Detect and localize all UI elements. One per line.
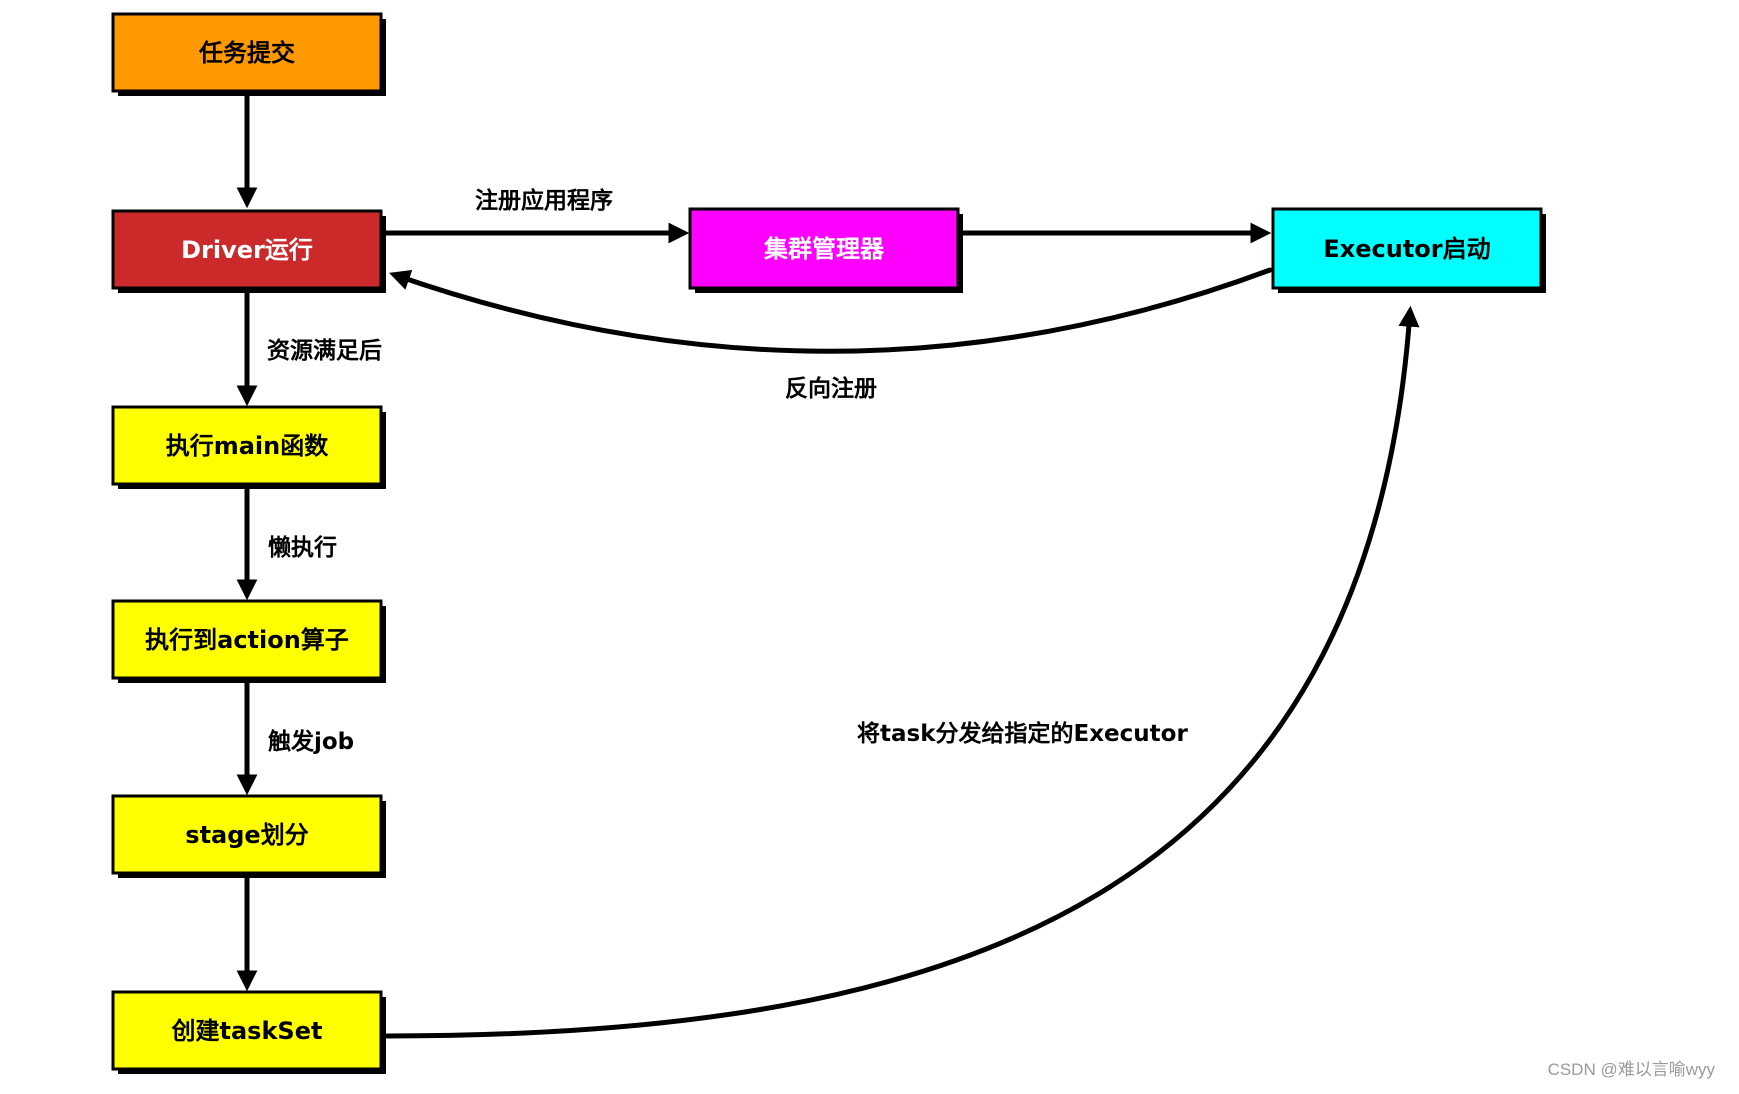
node-task-submit-label: 任务提交 [198, 39, 295, 67]
node-executor-start-label: Executor启动 [1323, 235, 1490, 263]
node-executor-start: Executor启动 [1271, 207, 1546, 293]
edge-taskset-to-executor [384, 305, 1420, 1039]
label-trigger-job: 触发job [268, 728, 354, 755]
node-create-taskset-label: 创建taskSet [171, 1017, 323, 1045]
node-create-taskset-fill [111, 990, 383, 1071]
node-exec-main-fill [111, 405, 383, 486]
label-dispatch-task: 将task分发给指定的Executor [857, 720, 1188, 747]
node-stage-split-fill [111, 794, 383, 875]
label-register-app: 注册应用程序 [475, 187, 613, 214]
csdn-watermark: CSDN @难以言喻wyy [1547, 1060, 1715, 1079]
node-exec-action: 执行到action算子 [111, 599, 386, 683]
node-exec-action-label: 执行到action算子 [145, 626, 349, 654]
node-create-taskset: 创建taskSet [111, 990, 386, 1074]
node-task-submit-fill [111, 12, 383, 93]
node-driver-run-label: Driver运行 [181, 236, 313, 264]
label-reverse-register: 反向注册 [785, 375, 877, 402]
label-lazy-exec: 懒执行 [268, 534, 337, 561]
node-exec-main: 执行main函数 [111, 405, 386, 489]
node-cluster-manager-fill [688, 207, 960, 290]
label-resources-ready: 资源满足后 [267, 338, 382, 364]
node-task-submit: 任务提交 [111, 12, 386, 96]
node-exec-action-fill [111, 599, 383, 680]
node-cluster-manager: 集群管理器 [688, 207, 963, 293]
node-stage-split: stage划分 [111, 794, 386, 878]
node-stage-split-label: stage划分 [185, 821, 308, 849]
node-driver-run-fill [111, 209, 383, 290]
node-cluster-manager-label: 集群管理器 [763, 235, 885, 263]
node-exec-main-label: 执行main函数 [166, 432, 330, 460]
node-executor-start-fill [1271, 207, 1543, 290]
edge-executor-to-driver-reverse [389, 267, 1273, 354]
node-driver-run: Driver运行 [111, 209, 386, 293]
